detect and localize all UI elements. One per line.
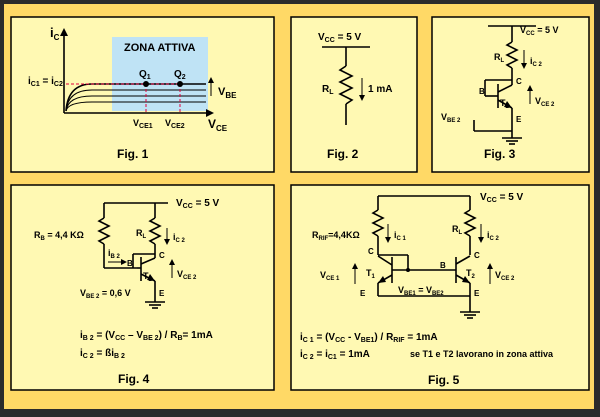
ib-label: iB 2 <box>108 248 121 260</box>
vbe-label: VBE 2 <box>441 112 461 124</box>
fig3-panel: VCC = 5 V RL iC 2 C E B T2 VCE 2 VBE 2 F… <box>431 16 590 173</box>
vce2-label: VCE2 <box>165 118 185 130</box>
q1-point <box>143 81 149 87</box>
active-zone-label: ZONA ATTIVA <box>124 42 196 54</box>
vbe-equal-label: VBE1 = VBE2 <box>398 285 444 297</box>
ic-label: iC 2 <box>530 56 543 68</box>
current-label: 1 mA <box>368 84 392 95</box>
rl-label: RL <box>452 224 463 236</box>
ic-label: iC 2 <box>173 232 186 244</box>
active-zone-region <box>112 37 208 111</box>
load-resistor <box>338 65 354 105</box>
vbe-label: VBE <box>218 86 237 100</box>
t1-label: T1 <box>366 268 376 280</box>
base-resistor <box>97 217 111 245</box>
fig5-panel: VCC = 5 V RRIF=4,4KΩ iC 1 RL iC 2 C T1 E… <box>290 184 590 391</box>
reference-resistor <box>371 209 385 237</box>
collector-label: C <box>516 77 522 86</box>
t1-collector-label: C <box>368 247 374 256</box>
x-axis-label: VCE <box>208 117 228 133</box>
vce1-label: VCE1 <box>133 118 153 130</box>
fig1-panel: ZONA ATTIVA iC VCE Q1 Q2 iC1 = iC2 VBE V… <box>10 16 275 173</box>
t1-emitter-label: E <box>360 289 366 298</box>
emitter-label: E <box>516 115 522 124</box>
ic1-label: iC 1 <box>394 230 407 242</box>
fig2-caption: Fig. 2 <box>327 147 359 161</box>
base-label: B <box>127 259 133 268</box>
rrif-label: RRIF=4,4KΩ <box>312 230 360 242</box>
ib-equation: iB 2 = (VCC – VBE 2) / RB= 1mA <box>80 330 213 342</box>
ic-equation: iC 2 = ßiB 2 <box>80 348 125 360</box>
rl-label: RL <box>322 84 334 96</box>
load-resistor <box>148 217 162 245</box>
fig4-panel: VCC = 5 V RB = 4,4 KΩ iB 2 RL iC 2 C B T… <box>10 184 275 391</box>
y-axis-label: iC <box>50 25 60 42</box>
collector-label: C <box>159 251 165 260</box>
rl-label: RL <box>136 228 147 240</box>
q1-label: Q1 <box>139 69 151 81</box>
characteristic-curve <box>65 95 206 112</box>
t2-label: T2 <box>500 98 510 110</box>
characteristic-curve <box>65 101 206 112</box>
fig2-panel: VCC = 5 V RL 1 mA Fig. 2 <box>290 16 418 173</box>
vcc-label: VCC = 5 V <box>318 32 362 44</box>
t2-emitter-label: E <box>474 289 480 298</box>
t2-collector-label: C <box>474 251 480 260</box>
load-resistor <box>463 209 477 237</box>
fig3-caption: Fig. 3 <box>484 147 516 161</box>
rl-label: RL <box>494 52 505 64</box>
load-resistor <box>505 41 519 69</box>
vce1-label: VCE 1 <box>320 270 340 282</box>
vbe-label: VBE 2 = 0,6 V <box>80 288 131 300</box>
t2-base-label: B <box>440 261 446 270</box>
vcc-label: VCC = 5 V <box>176 198 220 210</box>
emitter-label: E <box>159 289 165 298</box>
fig5-caption: Fig. 5 <box>428 373 460 387</box>
vce2-label: VCE 2 <box>495 270 515 282</box>
vce-label: VCE 2 <box>177 269 197 281</box>
fig1-caption: Fig. 1 <box>117 147 149 161</box>
rb-label: RB = 4,4 KΩ <box>34 230 84 242</box>
q2-label: Q2 <box>174 69 186 81</box>
base-label: B <box>479 87 485 96</box>
t2-label: T2 <box>143 271 153 283</box>
vcc-label: VCC = 5 V <box>480 192 524 204</box>
ic1-equation: iC 1 = (VCC - VBE1) / RRIF = 1mA <box>300 332 438 344</box>
vce-label: VCE 2 <box>535 96 555 108</box>
q2-point <box>177 81 183 87</box>
vcc-label: VCC = 5 V <box>520 25 558 37</box>
active-zone-note: se T1 e T2 lavorano in zona attiva <box>410 349 554 359</box>
t2-label: T2 <box>466 268 476 280</box>
ic-equal-label: iC1 = iC2 <box>28 76 63 88</box>
ic2-equation: iC 2 = iC1 = 1mA <box>300 349 370 361</box>
fig4-caption: Fig. 4 <box>118 372 150 386</box>
ic2-label: iC 2 <box>487 230 500 242</box>
